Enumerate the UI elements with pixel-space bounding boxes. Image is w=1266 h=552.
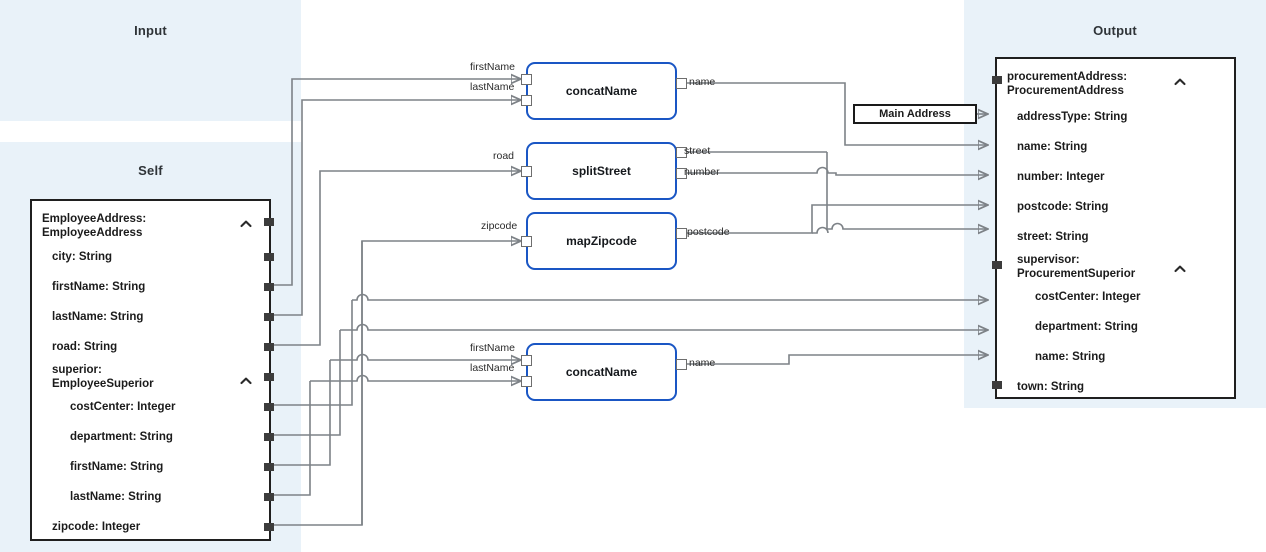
self-field-firstName[interactable]: firstName: String xyxy=(52,281,146,293)
port-self-root[interactable] xyxy=(264,218,274,226)
self-entity-title: EmployeeAddress: EmployeeAddress xyxy=(42,213,147,239)
port-splitStreet-in-road[interactable] xyxy=(521,166,532,177)
port-self-costCenter[interactable] xyxy=(264,403,274,411)
port-output-town[interactable] xyxy=(992,381,1002,389)
output-entity-title: procurementAddress: ProcurementAddress xyxy=(1007,71,1128,97)
self-field-sup-firstName[interactable]: firstName: String xyxy=(70,461,164,473)
function-node-label: concatName xyxy=(565,365,638,379)
output-field-number[interactable]: number: Integer xyxy=(1017,171,1105,183)
output-field-sup-name[interactable]: name: String xyxy=(1035,351,1106,363)
wire-zipcode-to-mapZipcode xyxy=(272,241,521,526)
output-field-costCenter[interactable]: costCenter: Integer xyxy=(1035,291,1141,303)
port-label-concat2-name: name xyxy=(689,357,716,369)
port-self-zipcode[interactable] xyxy=(264,523,274,531)
port-label-splitStreet-street: street xyxy=(684,145,711,157)
function-node-concatName-1[interactable]: concatName xyxy=(526,62,677,120)
port-label-splitStreet-number: number xyxy=(684,166,720,178)
wire-concat2-name-to-output-supname xyxy=(681,355,988,365)
port-label-splitStreet-road: road xyxy=(493,150,515,162)
port-self-sup-lastName[interactable] xyxy=(264,493,274,501)
function-node-label: concatName xyxy=(565,84,638,98)
wire-number-to-output xyxy=(812,166,988,176)
wire-sup-lastName-to-concat2 xyxy=(272,376,521,496)
port-self-sup-firstName[interactable] xyxy=(264,463,274,471)
self-field-zipcode[interactable]: zipcode: Integer xyxy=(52,521,141,533)
self-field-department[interactable]: department: String xyxy=(70,431,173,443)
self-field-costCenter[interactable]: costCenter: Integer xyxy=(70,401,176,413)
chevron-up-icon-supervisor[interactable] xyxy=(1173,262,1187,276)
self-field-city[interactable]: city: String xyxy=(52,251,113,263)
port-self-city[interactable] xyxy=(264,253,274,261)
output-field-street[interactable]: street: String xyxy=(1017,231,1089,243)
port-concat2-in-firstName[interactable] xyxy=(521,355,532,366)
chevron-up-icon-output[interactable] xyxy=(1173,75,1187,89)
chevron-up-icon[interactable] xyxy=(239,217,253,231)
output-field-postcode[interactable]: postcode: String xyxy=(1017,201,1109,213)
port-label-concat1-lastName: lastName xyxy=(470,81,515,93)
self-field-lastName[interactable]: lastName: String xyxy=(52,311,144,323)
port-label-concat2-firstName: firstName xyxy=(470,342,515,354)
port-output-root[interactable] xyxy=(992,76,1002,84)
port-self-road[interactable] xyxy=(264,343,274,351)
port-self-firstName[interactable] xyxy=(264,283,274,291)
wire-firstName-to-concat1 xyxy=(272,79,521,286)
port-label-concat2-lastName: lastName xyxy=(470,362,515,374)
output-field-department[interactable]: department: String xyxy=(1035,321,1138,333)
output-field-town[interactable]: town: String xyxy=(1017,381,1085,393)
port-label-mapZipcode-zipcode: zipcode xyxy=(481,220,518,232)
self-field-sup-lastName[interactable]: lastName: String xyxy=(70,491,162,503)
wire-postcode-trunk xyxy=(812,226,829,234)
port-label-mapZipcode-postcode: postcode xyxy=(687,226,730,238)
port-output-supervisor[interactable] xyxy=(992,261,1002,269)
self-field-superior[interactable]: superior: EmployeeSuperior xyxy=(52,364,154,390)
wire-lastName-to-concat1 xyxy=(272,100,521,316)
entity-self-EmployeeAddress[interactable]: EmployeeAddress: EmployeeAddress city: S… xyxy=(30,199,274,541)
port-concat1-in-lastName[interactable] xyxy=(521,95,532,106)
function-node-mapZipcode[interactable]: mapZipcode xyxy=(526,212,677,270)
port-concat1-out-name[interactable] xyxy=(676,78,687,89)
panel-input-title: Input xyxy=(134,23,167,38)
wire-road-to-splitStreet xyxy=(272,171,521,346)
self-field-road[interactable]: road: String xyxy=(52,341,118,353)
port-self-superior[interactable] xyxy=(264,373,274,381)
port-self-department[interactable] xyxy=(264,433,274,441)
port-self-lastName[interactable] xyxy=(264,313,274,321)
function-node-concatName-2[interactable]: concatName xyxy=(526,343,677,401)
port-mapZipcode-in-zipcode[interactable] xyxy=(521,236,532,247)
function-node-label: splitStreet xyxy=(572,164,631,178)
port-splitStreet-out-street[interactable] xyxy=(676,147,687,158)
chevron-up-icon-superior[interactable] xyxy=(239,374,253,388)
output-field-supervisor[interactable]: supervisor: ProcurementSuperior xyxy=(1017,254,1136,280)
panel-input: Input xyxy=(0,0,301,121)
entity-output-ProcurementAddress[interactable]: procurementAddress: ProcurementAddress a… xyxy=(992,57,1236,399)
function-node-splitStreet[interactable]: splitStreet xyxy=(526,142,677,200)
port-mapZipcode-out-postcode[interactable] xyxy=(676,228,687,239)
output-field-name[interactable]: name: String xyxy=(1017,141,1088,153)
port-label-concat1-name: name xyxy=(689,76,716,88)
port-concat2-in-lastName[interactable] xyxy=(521,376,532,387)
output-field-addressType[interactable]: addressType: String xyxy=(1017,111,1128,123)
port-concat2-out-name[interactable] xyxy=(676,359,687,370)
function-node-label: mapZipcode xyxy=(566,234,637,248)
port-label-concat1-firstName: firstName xyxy=(470,61,515,73)
port-concat1-in-firstName[interactable] xyxy=(521,74,532,85)
panel-self-title: Self xyxy=(138,163,163,178)
constant-main-address-label: Main Address xyxy=(879,108,951,120)
panel-output-title: Output xyxy=(1093,23,1137,38)
constant-node-main-address[interactable]: Main Address xyxy=(853,104,977,124)
port-splitStreet-out-number[interactable] xyxy=(676,168,687,179)
